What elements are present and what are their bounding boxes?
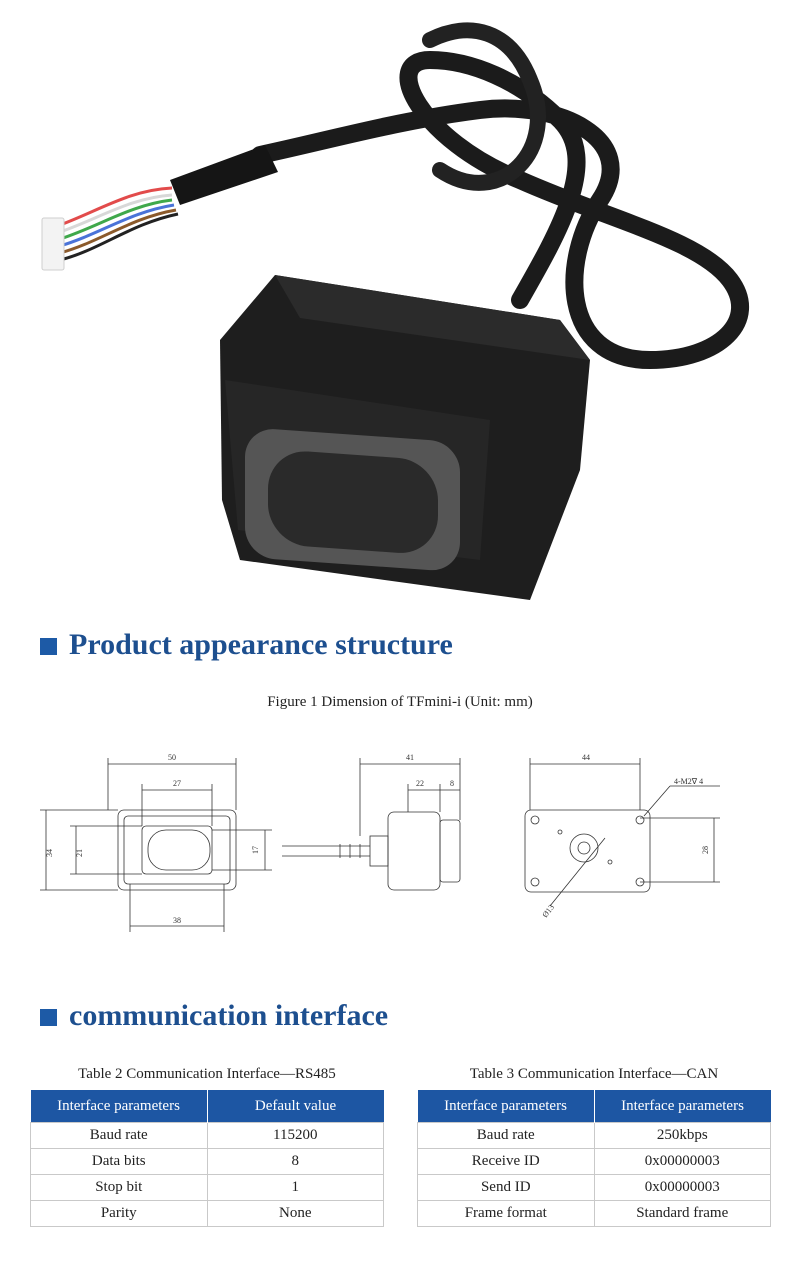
value-cell: 250kbps [593, 1122, 771, 1149]
param-cell: Data bits [30, 1148, 208, 1175]
value-cell: 115200 [206, 1122, 384, 1149]
dim-back-screw: 4-M2∇ 4 [674, 777, 703, 786]
rs485-table: Interface parameters Default value Baud … [30, 1090, 384, 1227]
dim-front-width: 50 [168, 753, 176, 762]
table-caption-can: Table 3 Communication Interface—CAN [469, 1066, 719, 1082]
param-cell: Send ID [417, 1174, 595, 1201]
value-cell: 0x00000003 [593, 1174, 771, 1201]
dim-front-inner-height: 21 [75, 849, 84, 857]
column-header: Interface parameters [30, 1090, 208, 1123]
dim-back-height: 28 [701, 846, 710, 854]
param-cell: Baud rate [417, 1122, 595, 1149]
dim-back-diameter: Ø13 [540, 903, 556, 919]
dim-side-width: 41 [406, 753, 414, 762]
section-title: Product appearance structure [69, 628, 453, 661]
figure-caption: Figure 1 Dimension of TFmini-i (Unit: mm… [267, 694, 533, 710]
column-header: Interface parameters [417, 1090, 595, 1123]
heading-square-icon [40, 638, 57, 655]
section-heading-appearance: Product appearance structure [40, 628, 453, 662]
dim-side-depth: 22 [416, 779, 424, 788]
param-cell: Receive ID [417, 1148, 595, 1175]
dim-front-bottom-width: 38 [173, 916, 181, 925]
value-cell: None [206, 1200, 384, 1227]
table-header-row: Interface parameters Default value [30, 1090, 384, 1123]
dim-back-width: 44 [582, 753, 590, 762]
product-photo [41, 22, 750, 600]
section-heading-communication: communication interface [40, 999, 388, 1033]
value-cell: 1 [206, 1174, 384, 1201]
dimension-drawings: 50 27 34 21 17 38 41 22 8 44 4-M2∇ 4 28 … [40, 753, 720, 932]
value-cell: Standard frame [593, 1200, 771, 1227]
param-cell: Baud rate [30, 1122, 208, 1149]
dim-front-inner-width: 27 [173, 779, 181, 788]
param-cell: Stop bit [30, 1174, 208, 1201]
can-table: Interface parameters Interface parameter… [417, 1090, 771, 1227]
table-header-row: Interface parameters Interface parameter… [417, 1090, 771, 1123]
dim-front-right-height: 17 [251, 846, 260, 854]
param-cell: Frame format [417, 1200, 595, 1227]
heading-square-icon [40, 1009, 57, 1026]
param-cell: Parity [30, 1200, 208, 1227]
column-header: Interface parameters [594, 1090, 771, 1123]
dim-front-height: 34 [45, 849, 54, 857]
dim-side-lens: 8 [450, 779, 454, 788]
value-cell: 0x00000003 [593, 1148, 771, 1175]
table-caption-rs485: Table 2 Communication Interface—RS485 [78, 1066, 336, 1082]
column-header: Default value [207, 1090, 384, 1123]
value-cell: 8 [206, 1148, 384, 1175]
section-title: communication interface [69, 999, 389, 1032]
